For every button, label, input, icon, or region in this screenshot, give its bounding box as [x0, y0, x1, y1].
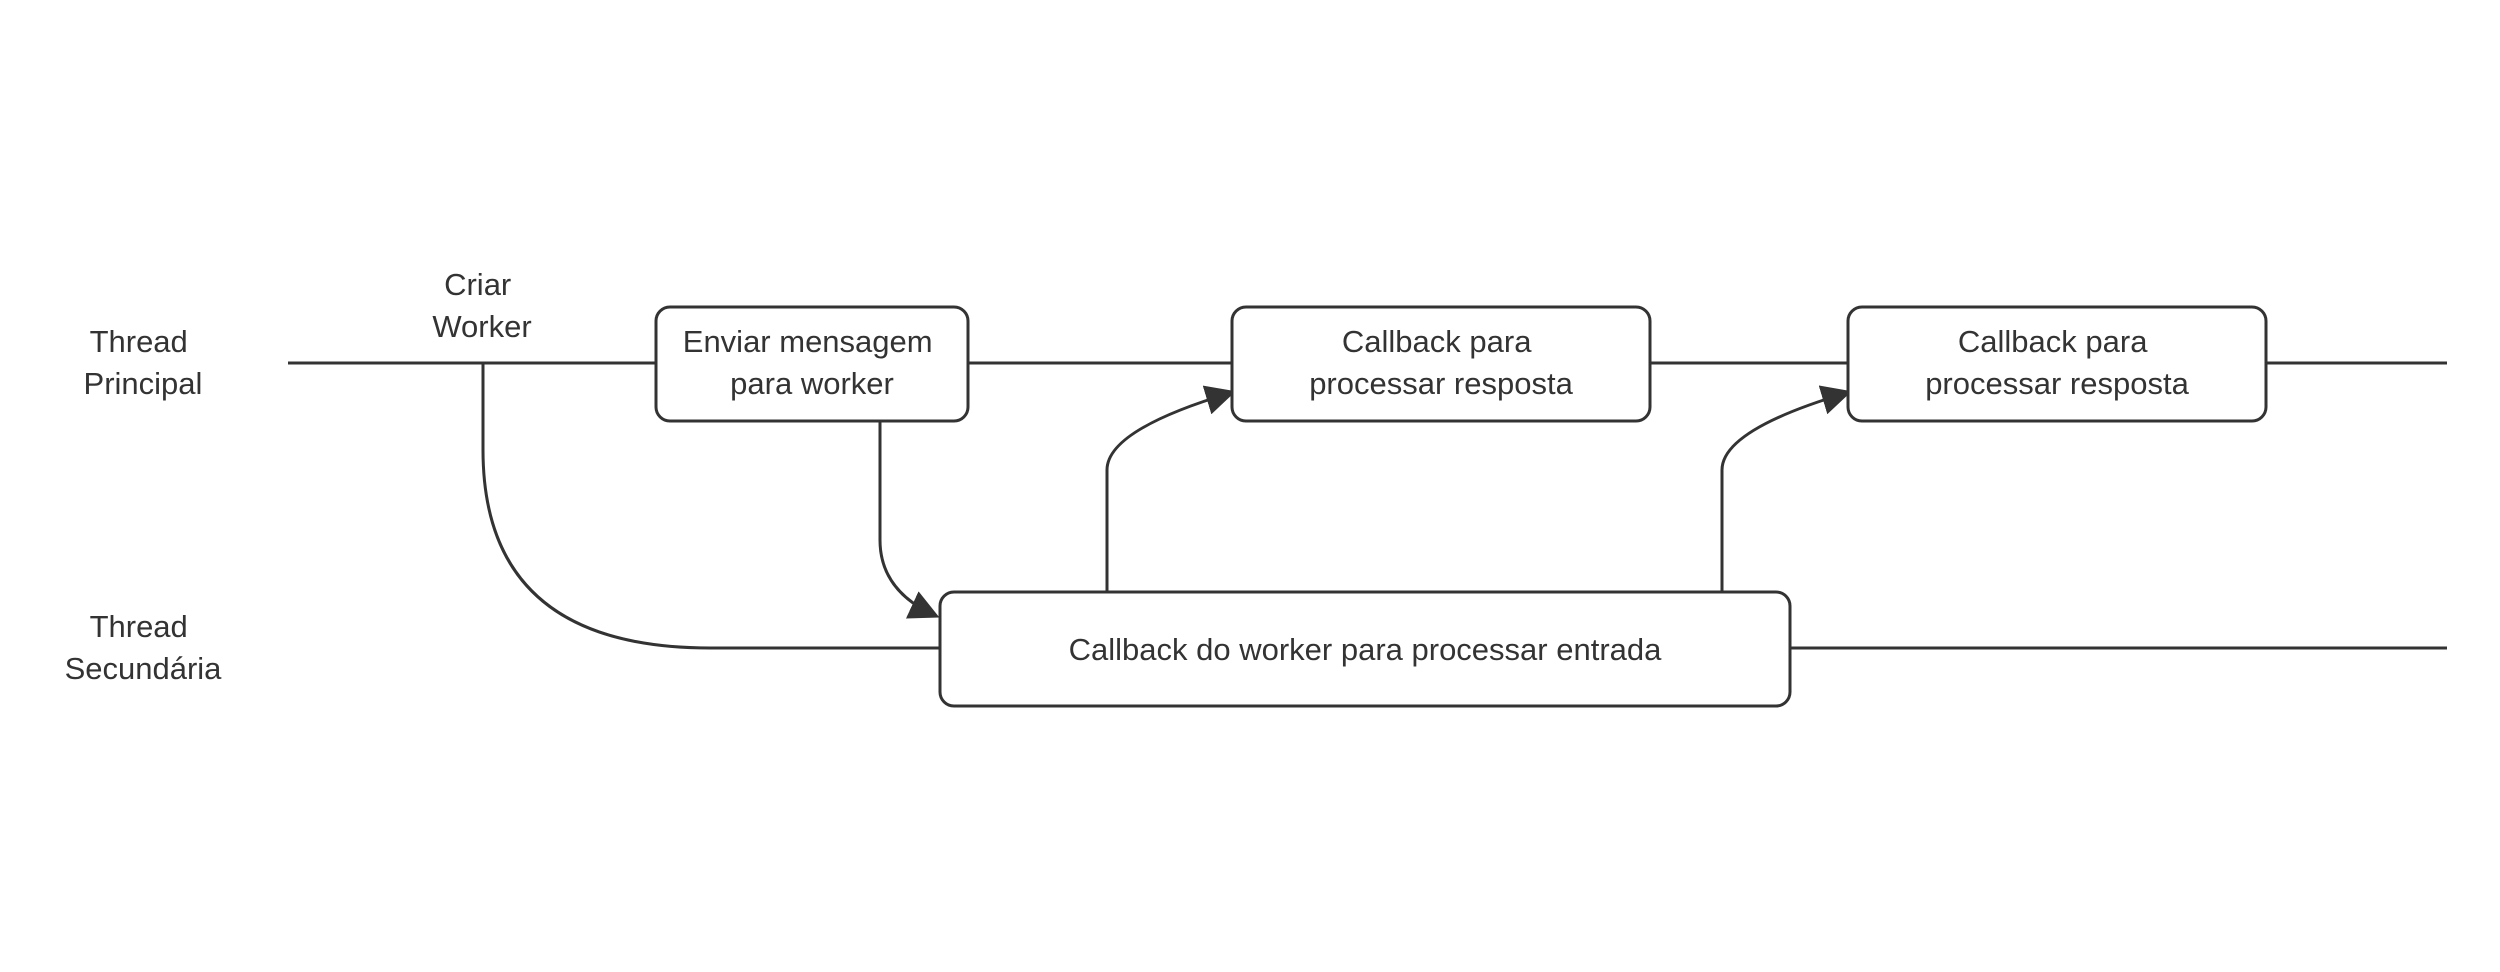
- callback-response-label-1: Callback para processar resposta: [1309, 324, 1573, 401]
- send-message-label: Enviar mensagem para worker: [683, 324, 941, 401]
- send-to-worker-arrow: [878, 420, 940, 619]
- callback-response-label-2: Callback para processar resposta: [1925, 324, 2189, 401]
- main-thread-label-line2: Principal: [84, 366, 203, 401]
- create-worker-label: Criar Worker: [432, 267, 531, 344]
- callback-response-label-1-line1: Callback para: [1342, 324, 1532, 359]
- send-message-label-line2: para worker: [730, 366, 894, 401]
- send-message-box: [654, 305, 970, 423]
- main-thread-label: Thread Principal: [84, 324, 203, 401]
- worker-callback-box: [938, 590, 1792, 708]
- worker-to-callback-2-arrow: [1720, 385, 1852, 592]
- main-thread-label-line1: Thread: [90, 324, 188, 359]
- worker-to-callback-1-arrow: [1105, 385, 1236, 592]
- create-worker-connector: [481, 363, 711, 650]
- callback-response-label-2-line2: processar resposta: [1925, 366, 2189, 401]
- callback-response-box-1: [1230, 305, 1652, 423]
- callback-response-box-2: [1846, 305, 2268, 423]
- secondary-thread-label-line1: Thread: [90, 609, 188, 644]
- worker-callback-label: Callback do worker para processar entrad…: [1069, 632, 1662, 667]
- secondary-thread-label-line2: Secundária: [65, 651, 223, 686]
- create-worker-label-line2: Worker: [432, 309, 531, 344]
- secondary-thread-label: Thread Secundária: [65, 609, 223, 686]
- create-worker-label-line1: Criar: [444, 267, 511, 302]
- send-message-label-line1: Enviar mensagem: [683, 324, 933, 359]
- callback-response-label-2-line1: Callback para: [1958, 324, 2148, 359]
- callback-response-label-1-line2: processar resposta: [1309, 366, 1573, 401]
